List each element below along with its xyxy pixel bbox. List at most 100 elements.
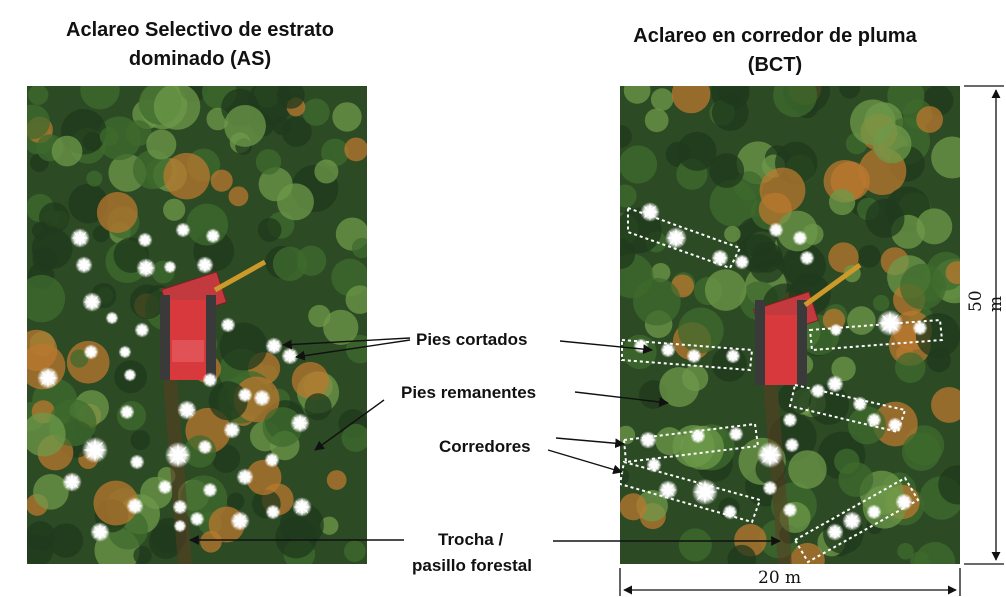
cut-tree-marker [712, 250, 728, 266]
tree-crown [620, 493, 647, 521]
cut-tree-marker [769, 223, 783, 237]
tree-crown [850, 99, 896, 145]
tree-crown [80, 86, 120, 110]
tree-crown [48, 523, 84, 558]
cut-tree-marker [221, 318, 235, 332]
cut-tree-marker [173, 500, 187, 514]
cut-tree-marker [71, 229, 89, 247]
label-trail-line2: pasillo forestal [412, 556, 532, 575]
tree-crown [38, 202, 70, 233]
cut-tree-marker [266, 338, 282, 354]
cut-tree-marker [641, 203, 659, 221]
cut-tree-marker [84, 345, 98, 359]
tree-crown [227, 492, 245, 511]
width-label: 20 m [758, 568, 802, 588]
tree-crown [332, 102, 362, 132]
right-panel-title: Aclareo en corredor de pluma (BCT) [633, 25, 917, 76]
cut-tree-marker [137, 259, 155, 277]
cut-tree-marker [178, 401, 196, 419]
tree-crown [931, 386, 960, 423]
cut-tree-marker [878, 311, 902, 335]
right-aerial-photo [620, 86, 960, 564]
cut-tree-marker [198, 440, 212, 454]
tree-crown [704, 269, 747, 311]
tree-crown [677, 307, 724, 354]
tree-crown [146, 129, 177, 160]
tree-crown [314, 159, 339, 184]
left-canopy [27, 86, 367, 564]
cut-tree-marker [687, 349, 701, 363]
tree-crown [834, 448, 860, 475]
cut-tree-marker [811, 384, 825, 398]
cut-tree-marker [282, 348, 298, 364]
tree-crown [323, 309, 359, 345]
cut-tree-marker [119, 346, 131, 358]
tree-crown [130, 430, 151, 451]
tree-crown [897, 542, 914, 560]
tree-crown [132, 149, 173, 190]
tree-crown [828, 188, 856, 216]
tree-crown [857, 244, 881, 268]
tree-crown [709, 153, 745, 188]
tree-crown [208, 381, 248, 421]
cut-tree-marker [238, 388, 252, 402]
cut-tree-marker [197, 257, 213, 273]
cut-tree-marker [723, 505, 737, 519]
cut-tree-marker [164, 261, 176, 273]
tree-crown [302, 98, 330, 126]
tree-crown [727, 544, 757, 564]
tree-crown [308, 304, 331, 328]
tree-crown [291, 361, 329, 399]
tree-crown [129, 284, 165, 320]
cut-tree-marker [130, 455, 144, 469]
tree-crown [321, 138, 349, 167]
label-trail-line1: Trocha / [438, 530, 504, 549]
cut-tree-marker [666, 228, 686, 248]
tree-crown [839, 86, 861, 99]
tree-crown [33, 474, 69, 510]
arrow-cut-left-b [295, 339, 411, 361]
cut-tree-marker [827, 376, 843, 392]
cut-tree-marker [138, 233, 152, 247]
tree-crown [620, 184, 637, 208]
cut-tree-marker [896, 494, 912, 510]
tree-crown [275, 516, 317, 559]
cut-tree-marker [293, 498, 311, 516]
tree-crown [900, 263, 946, 310]
tree-crown [910, 551, 930, 564]
cut-tree-marker [843, 512, 861, 530]
cut-tree-marker [158, 480, 172, 494]
tree-crown [320, 516, 339, 535]
cut-tree-marker [38, 368, 58, 388]
tree-crown [620, 145, 658, 184]
tree-crown [938, 465, 960, 505]
label-remaining-trees: Pies remanentes [401, 383, 537, 402]
tree-crown [759, 167, 806, 214]
tree-crown [341, 423, 367, 452]
tree-crown [931, 136, 960, 179]
tree-crown [99, 127, 119, 147]
corridor-outline [788, 383, 907, 434]
cut-tree-marker [726, 349, 740, 363]
arrow-cut-right [559, 340, 653, 355]
cut-tree-marker [265, 453, 279, 467]
cut-tree-marker [120, 405, 134, 419]
left-forest-trail [163, 379, 192, 564]
left-aerial-photo [27, 86, 367, 564]
cut-tree-marker [729, 427, 743, 441]
cut-tree-marker [176, 223, 190, 237]
tree-crown [633, 277, 681, 326]
cut-tree-marker [237, 469, 253, 485]
tree-crown [724, 225, 741, 243]
tree-crown [255, 149, 282, 175]
cut-tree-marker [254, 390, 270, 406]
tree-crown [163, 198, 186, 221]
cut-tree-marker [91, 523, 109, 541]
arrow-remaining-right [574, 391, 669, 407]
tree-crown [620, 125, 632, 149]
tree-crown [27, 274, 66, 323]
cut-tree-marker [231, 512, 249, 530]
tree-crown [651, 262, 671, 283]
tree-crown [915, 313, 960, 358]
